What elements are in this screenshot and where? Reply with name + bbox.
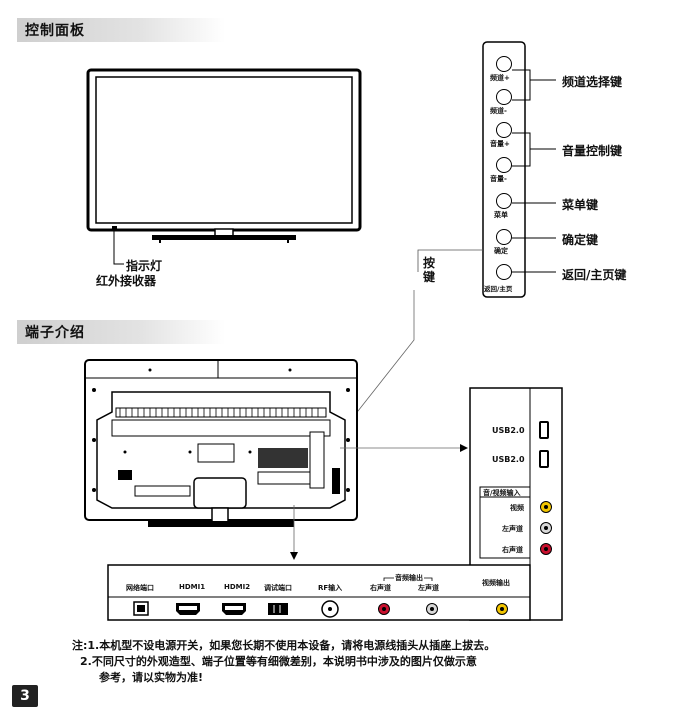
ok-button-icon — [496, 229, 512, 245]
ir-receiver-label: 红外接收器 — [96, 274, 157, 288]
note-line-3: 参考，请以实物为准! — [99, 671, 204, 684]
audio-out-label: 音频输出 — [394, 573, 424, 583]
volume-down-label: 音量- — [490, 175, 507, 183]
section-header-control-panel: 控制面板 — [17, 18, 225, 42]
right-in-label: 右声道 — [502, 546, 523, 554]
lan-port-label: 网络端口 — [126, 584, 154, 592]
channel-down-label: 频道- — [490, 107, 507, 115]
keys-vertical-label-2: 键 — [423, 270, 436, 284]
video-out-label: 视频输出 — [482, 579, 510, 587]
video-in-label: 视频 — [510, 504, 524, 512]
hdmi1-label: HDMI1 — [179, 583, 206, 591]
menu-key-callout: 菜单键 — [562, 198, 599, 212]
ok-key-callout: 确定键 — [562, 233, 599, 247]
key-panel — [342, 41, 556, 431]
page-number: 3 — [12, 685, 38, 707]
channel-up-button-icon — [496, 56, 512, 72]
return-home-label: 返回/主页 — [484, 285, 513, 293]
tv-front — [86, 68, 362, 265]
volume-up-label: 音量+ — [490, 140, 510, 148]
menu-button-icon — [496, 193, 512, 209]
return-home-button-icon — [496, 264, 512, 280]
return-home-key-callout: 返回/主页键 — [562, 268, 627, 282]
audio-out-left-label: 左声道 — [418, 584, 439, 592]
section-header-terminals: 端子介绍 — [17, 320, 225, 344]
usb1-label: USB2.0 — [492, 426, 525, 435]
ok-label: 确定 — [494, 247, 508, 255]
debug-port-label: 调试端口 — [264, 584, 292, 592]
channel-up-label: 频道+ — [490, 74, 510, 82]
volume-up-button-icon — [496, 122, 512, 138]
channel-down-button-icon — [496, 89, 512, 105]
tv-rear — [84, 359, 468, 560]
hdmi2-label: HDMI2 — [224, 583, 251, 591]
note-line-1: 注:1.本机型不设电源开关，如果您长期不使用本设备，请将电源线插头从插座上拔去。 — [72, 639, 496, 652]
audio-out-right-label: 右声道 — [370, 584, 391, 592]
bottom-panel — [107, 564, 531, 621]
menu-label: 菜单 — [494, 211, 508, 219]
note-line-2: 2.不同尺寸的外观造型、端子位置等有细微差别，本说明书中涉及的图片仅做示意 — [80, 655, 477, 668]
volume-down-button-icon — [496, 157, 512, 173]
usb2-label: USB2.0 — [492, 455, 525, 464]
volume-control-callout: 音量控制键 — [562, 144, 623, 158]
channel-select-callout: 频道选择键 — [562, 75, 623, 89]
keys-vertical-label-1: 按 — [423, 256, 436, 270]
rf-input-label: RF输入 — [318, 584, 343, 592]
indicator-label: 指示灯 — [126, 259, 163, 273]
left-in-label: 左声道 — [502, 525, 523, 533]
av-input-title: 音/视频输入 — [483, 489, 521, 497]
